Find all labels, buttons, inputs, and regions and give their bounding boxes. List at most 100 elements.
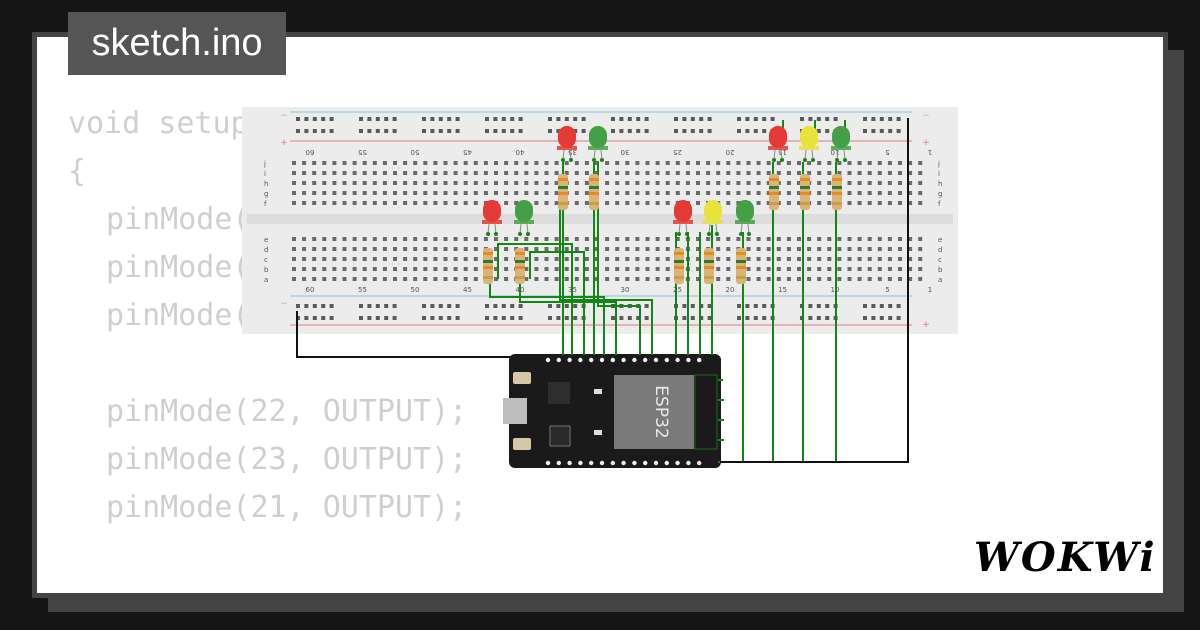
rail-hole — [833, 117, 838, 121]
breadboard-hole — [524, 257, 529, 261]
breadboard-hole — [453, 201, 458, 205]
rail-hole — [825, 316, 830, 320]
breadboard-hole — [554, 161, 559, 165]
resistor-band — [558, 178, 568, 181]
header-pin-bottom — [556, 460, 561, 466]
breadboard-hole — [372, 257, 377, 261]
boot-button — [513, 372, 531, 384]
rail-hole — [375, 304, 380, 308]
breadboard-hole — [827, 201, 832, 205]
breadboard-hole — [645, 267, 650, 271]
resistor-band — [674, 276, 684, 279]
column-number-bottom: 55 — [358, 286, 367, 294]
breadboard-hole — [867, 237, 872, 241]
breadboard-hole — [332, 247, 337, 251]
led-pin — [811, 158, 815, 162]
breadboard-hole — [332, 237, 337, 241]
resistor-band — [832, 186, 842, 189]
breadboard-hole — [706, 237, 711, 241]
breadboard-hole — [605, 267, 610, 271]
rail-hole — [863, 304, 867, 308]
rail-hole — [384, 304, 389, 308]
rail-hole — [745, 316, 750, 320]
breadboard-hole — [665, 257, 670, 261]
rail-hole — [556, 316, 561, 320]
breadboard-hole — [706, 181, 711, 185]
rail-hole — [367, 117, 372, 121]
breadboard-hole — [908, 181, 913, 185]
led-pin — [494, 232, 498, 236]
led-pin — [707, 232, 711, 236]
breadboard-hole — [534, 181, 539, 185]
led-pin — [561, 158, 565, 162]
breadboard-hole — [534, 257, 539, 261]
breadboard-hole — [473, 237, 478, 241]
breadboard-hole — [302, 201, 307, 205]
led-yellow-4 — [800, 126, 818, 148]
rail-hole — [485, 129, 489, 133]
breadboard-hole — [918, 267, 923, 271]
breadboard-hole — [322, 201, 327, 205]
rail-hole — [501, 129, 506, 133]
rail-hole — [455, 117, 460, 121]
breadboard-hole — [433, 267, 438, 271]
breadboard-hole — [776, 257, 781, 261]
breadboard-hole — [524, 277, 529, 281]
led-pin — [685, 232, 689, 236]
resistor-band — [515, 260, 525, 263]
breadboard-hole — [352, 171, 357, 175]
led-pin — [486, 232, 490, 236]
breadboard-hole — [574, 181, 579, 185]
breadboard-hole — [827, 191, 832, 195]
breadboard-hole — [817, 181, 822, 185]
breadboard-hole — [574, 267, 579, 271]
breadboard-hole — [584, 201, 589, 205]
breadboard-hole — [746, 277, 751, 281]
breadboard-hole — [908, 277, 913, 281]
breadboard-hole — [716, 257, 721, 261]
breadboard-hole — [584, 181, 589, 185]
rail-hole — [753, 129, 758, 133]
rail-hole — [699, 129, 704, 133]
rail-hole — [430, 316, 435, 320]
rail-hole — [619, 129, 624, 133]
breadboard-hole — [403, 191, 408, 195]
breadboard-hole — [837, 267, 842, 271]
column-number-top: 25 — [673, 148, 682, 156]
led-pin — [526, 232, 530, 236]
led-pin — [569, 158, 573, 162]
breadboard-hole — [544, 267, 549, 271]
breadboard-hole — [352, 161, 357, 165]
led-yellow-3 — [704, 200, 722, 222]
resistor-band — [832, 192, 842, 195]
breadboard-hole — [807, 237, 812, 241]
breadboard-hole — [857, 247, 862, 251]
header-pin-top — [697, 357, 702, 363]
breadboard-hole — [463, 237, 468, 241]
breadboard-hole — [786, 267, 791, 271]
resistor-band — [736, 266, 746, 269]
breadboard-hole — [898, 277, 902, 281]
resistor-band — [704, 266, 714, 269]
header-pin-bottom — [599, 460, 605, 466]
rail-hole — [753, 316, 758, 320]
file-tab[interactable]: sketch.ino — [68, 12, 286, 75]
breadboard-hole — [443, 191, 448, 195]
code-line: { — [68, 154, 87, 189]
resistor-band — [483, 260, 493, 263]
breadboard-hole — [504, 161, 509, 165]
breadboard-hole — [877, 161, 882, 165]
breadboard-hole — [423, 277, 428, 281]
breadboard-hole — [635, 171, 640, 175]
breadboard-hole — [605, 191, 610, 195]
breadboard-hole — [453, 171, 458, 175]
header-pin-top — [610, 357, 615, 363]
breadboard-hole — [413, 237, 418, 241]
breadboard-hole — [847, 247, 852, 251]
rail-hole — [808, 304, 813, 308]
rail-hole — [770, 117, 775, 121]
column-number-top: 30 — [621, 148, 630, 156]
breadboard-hole — [786, 161, 791, 165]
rail-hole — [321, 117, 326, 121]
breadboard-hole — [797, 201, 801, 205]
